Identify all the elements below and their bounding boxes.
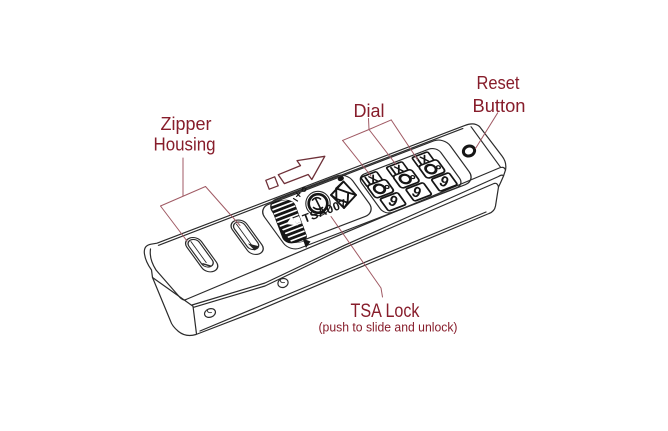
svg-text:Housing: Housing (154, 134, 216, 155)
svg-text:Zipper: Zipper (161, 113, 212, 134)
svg-text:TSA Lock: TSA Lock (351, 300, 420, 322)
svg-text:Button: Button (473, 95, 526, 116)
svg-text:(push to slide and unlock): (push to slide and unlock) (319, 321, 458, 335)
svg-text:Dial: Dial (354, 100, 385, 121)
svg-text:Reset: Reset (477, 72, 520, 93)
